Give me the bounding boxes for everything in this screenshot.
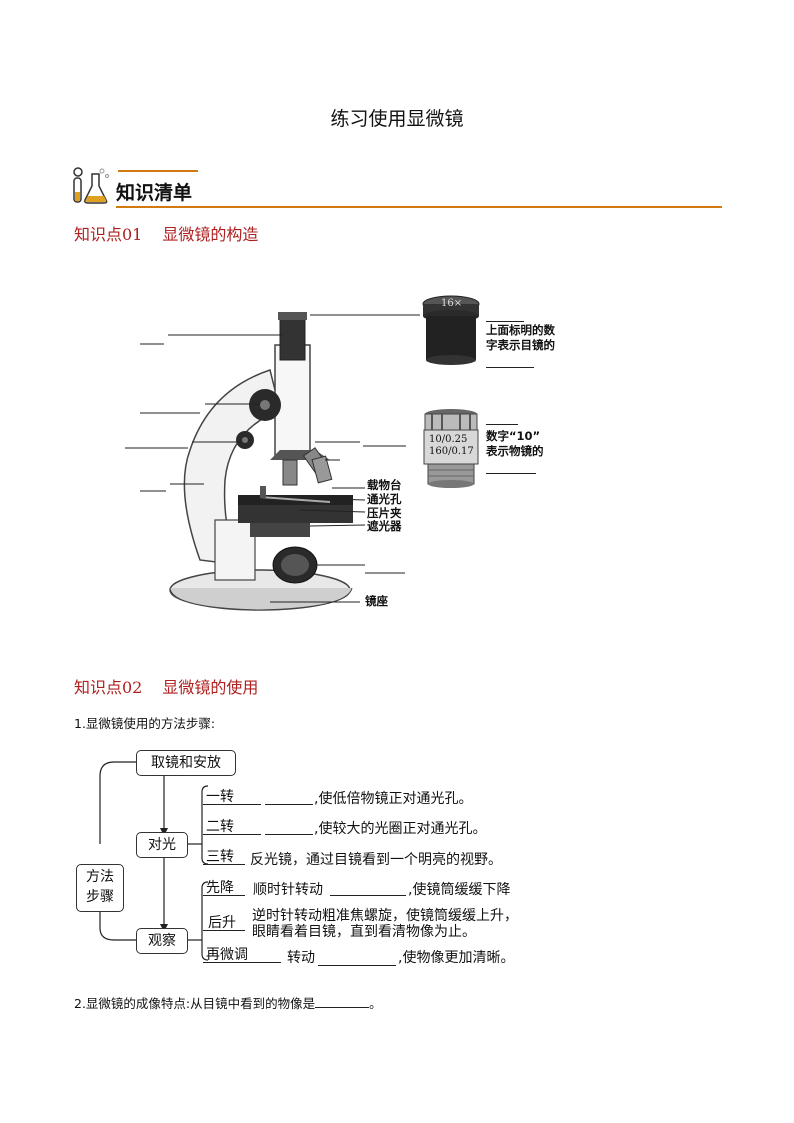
page-title: 练习使用显微镜 <box>330 108 464 130</box>
banner-title: 知识清单 <box>116 182 193 204</box>
turn-3-underline <box>203 864 245 865</box>
banner-top-rule <box>118 170 198 172</box>
flask-icon <box>70 166 114 206</box>
fine-tune-label: 再微调 <box>206 947 248 963</box>
fine-tune-text-a: 转动 <box>287 950 315 966</box>
fine-tune-text-b: ,使物像更加清晰。 <box>398 950 515 966</box>
section-title: 显微镜的构造 <box>162 225 259 244</box>
step-observe: 观察 <box>136 928 188 954</box>
blank-eyepiece-top <box>486 321 524 322</box>
blank-objective <box>486 473 536 474</box>
eyepiece-note: 上面标明的数 字表示目镜的 <box>486 323 555 352</box>
objective-note: 数字“10” 表示物镜的 <box>486 429 544 458</box>
objective-mark: 10/0.25 160/0.17 <box>429 434 474 457</box>
turn-2-text: ,使较大的光圈正对通光孔。 <box>314 821 487 837</box>
lower-underline <box>203 895 245 896</box>
turn-2-blank <box>265 834 313 835</box>
turn-1-blank <box>265 804 313 805</box>
raise-text-1: 逆时针转动粗准焦螺旋，使镜筒缓缓上升， <box>252 908 518 924</box>
turn-1-text: ,使低倍物镜正对通光孔。 <box>314 791 473 807</box>
blank-objective-top <box>486 424 518 425</box>
raise-underline <box>203 930 245 931</box>
lower-text-a: 顺时针转动 <box>253 882 323 898</box>
turn-2-underline <box>203 834 261 835</box>
eyepiece-mark: 16× <box>441 298 463 309</box>
label-stage: 载物台 <box>367 478 402 492</box>
lower-label: 先降 <box>206 880 234 896</box>
turn-1-label: 一转 <box>206 789 234 805</box>
fine-tune-blank <box>318 965 396 966</box>
section-heading-2: 知识点02 显微镜的使用 <box>74 674 258 698</box>
label-aperture: 通光孔 <box>367 492 402 506</box>
section-number: 知识点02 <box>74 678 143 697</box>
eyepiece-image <box>420 294 482 366</box>
label-diaphragm: 遮光器 <box>367 519 402 533</box>
imaging-question: 2.显微镜的成像特点:从目镜中看到的物像是。 <box>74 996 382 1011</box>
method-steps-box: 方法 步骤 <box>76 864 124 912</box>
banner-rule <box>116 206 722 208</box>
turn-2-label: 二转 <box>206 819 234 835</box>
lower-blank <box>330 895 406 896</box>
step-take-mirror: 取镜和安放 <box>136 750 236 776</box>
blank-eyepiece <box>486 367 534 368</box>
turn-1-underline <box>203 804 261 805</box>
raise-label: 后升 <box>208 915 236 931</box>
turn-3-text: 反光镜，通过目镜看到一个明亮的视野。 <box>250 852 502 868</box>
fine-tune-underline <box>203 962 281 963</box>
microscope-diagram <box>120 290 580 620</box>
turn-3-label: 三转 <box>206 849 234 865</box>
imaging-blank <box>315 996 370 1008</box>
lower-text-b: ,使镜筒缓缓下降 <box>408 882 511 898</box>
raise-text-2: 眼睛看着目镜，直到看清物像为止。 <box>252 924 476 940</box>
steps-heading: 1.显微镜使用的方法步骤: <box>74 716 216 731</box>
section-number: 知识点01 <box>74 225 143 244</box>
step-light-alignment: 对光 <box>136 832 188 858</box>
label-base: 镜座 <box>365 594 388 608</box>
objective-image <box>420 408 482 488</box>
section-heading-1: 知识点01 显微镜的构造 <box>74 221 258 245</box>
label-clip: 压片夹 <box>367 506 402 520</box>
section-title: 显微镜的使用 <box>162 678 259 697</box>
